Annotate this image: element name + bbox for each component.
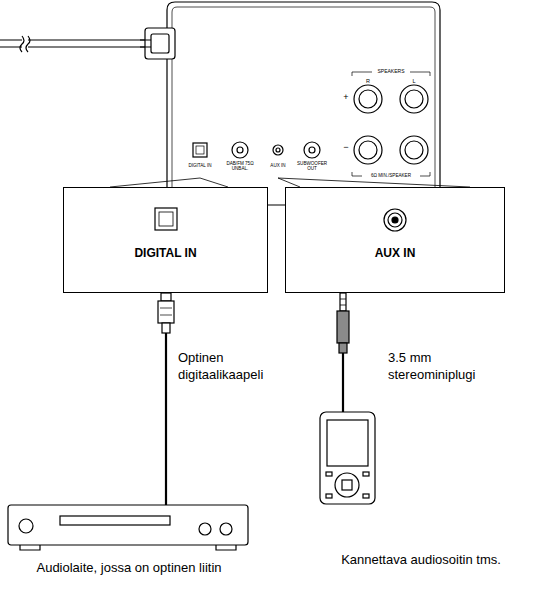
node-text: DIGITAL IN [134,246,196,260]
panel-label: R [364,78,372,84]
cable-label: 3.5 mm stereominiplugi [388,350,498,384]
panel-label: DAB/FM 75Ω UNBAL. [225,161,255,171]
panel-label: − [342,143,350,153]
portable-player [320,412,375,504]
rear-panel [0,2,470,216]
panel-label: SUBWOOFER OUT [297,161,327,171]
device-caption: Kannettava audiosoitin tms. [310,412,532,582]
panel-label: L [410,78,418,84]
panel-label: SPEAKERS [373,69,409,75]
audio-device [8,505,248,550]
node-text: AUX IN [375,246,416,260]
panel-label: AUX IN [267,163,289,168]
minijack-plug [337,293,349,353]
panel-label: + [342,93,350,103]
panel-label: 6Ω MIN./SPEAKER [362,173,420,178]
node-text: Audiolaite, jossa on optinen liitin [36,560,221,575]
callout-box: DIGITAL IN [63,187,268,293]
callout-box: AUX IN [285,187,505,293]
optical-plug [158,293,174,333]
panel-label: DIGITAL IN [185,163,215,168]
device-caption: Audiolaite, jossa on optinen liitin [0,505,258,592]
callout-icons [155,208,406,231]
cable-label: Optinen digitaalikaapeli [178,350,288,384]
node-text: Kannettava audiosoitin tms. [341,552,501,567]
